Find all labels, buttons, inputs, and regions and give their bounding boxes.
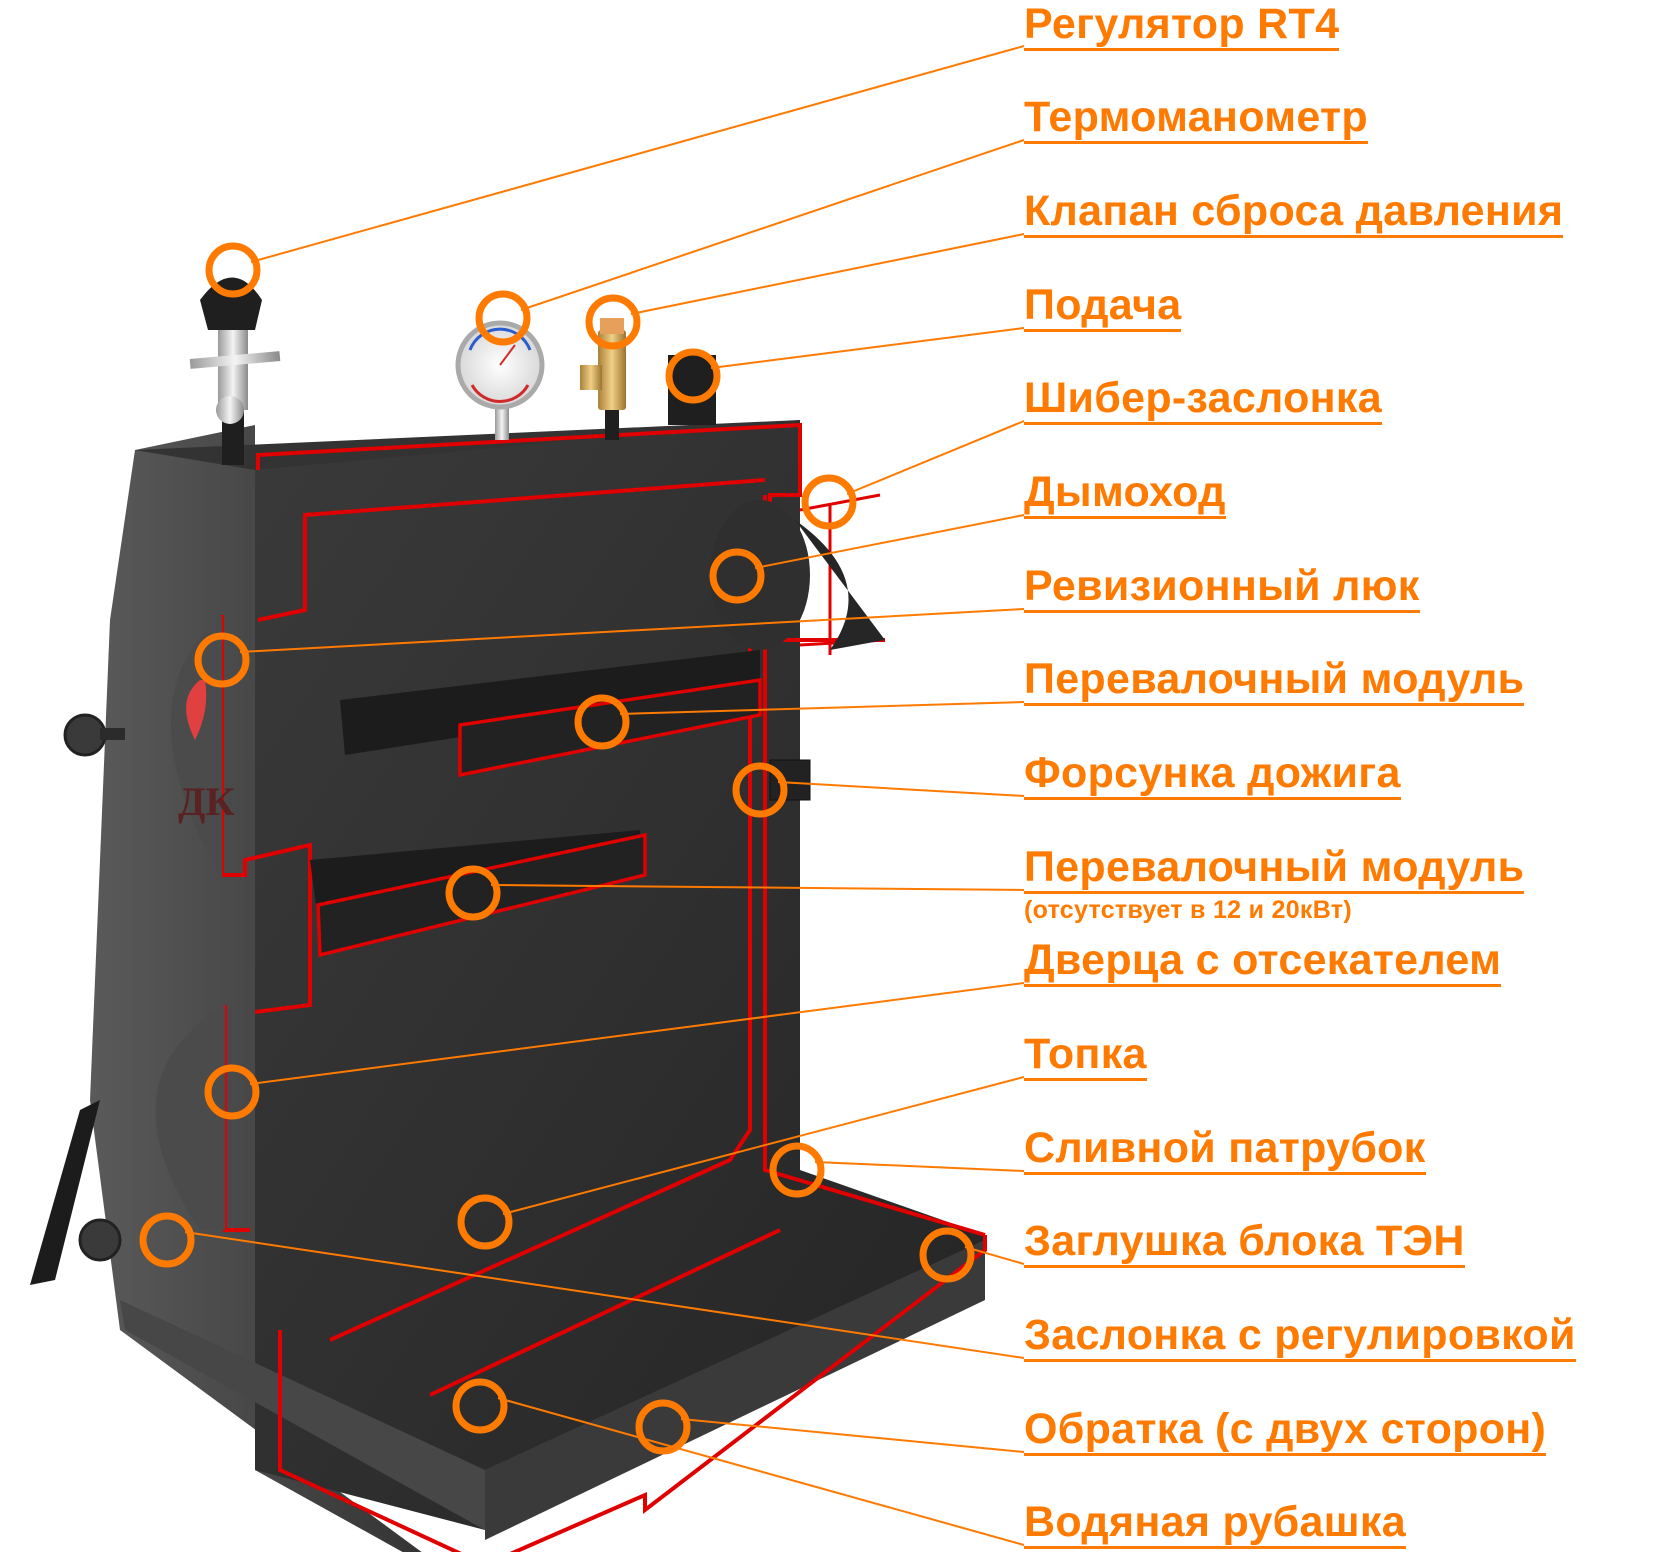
leader-line [250,45,1025,263]
callout-label-transfer-module-2: Перевалочный модуль(отсутствует в 12 и 2… [1024,843,1525,924]
callout-marker-circle [709,548,765,604]
callout-label-rt4-regulator: Регулятор RT4 [1024,0,1340,51]
transfer-module-lower [310,830,647,958]
front-hardware: ДК [30,615,235,1285]
door-latch-lever [30,1100,100,1285]
door-knob-lower [78,1218,122,1262]
leader-line [490,884,1025,891]
callout-marker-circle [194,632,250,688]
door-lower [155,1005,225,1230]
rear-wall [763,495,986,1237]
callout-label-drain-pipe: Сливной патрубок [1024,1124,1426,1175]
callout-marker-circle [445,865,501,921]
callout-marker-circle [204,1064,260,1120]
callout-label-return: Обратка (с двух сторон) [1024,1405,1547,1456]
boiler-body [90,420,985,1552]
leader-line [497,1397,1025,1546]
boiler-base-front [485,1240,985,1540]
callout-marker-circle [801,474,857,530]
callout-marker-circle [635,1399,691,1455]
transfer-module-upper [340,650,762,778]
leader-line [520,139,1025,311]
logo-text: ДК [178,779,235,824]
callout-label-afterburn-nozzle: Форсунка дожига [1024,749,1401,800]
callout-leaders [139,45,1025,1546]
callout-marker-circle [139,1212,195,1268]
leader-line [846,420,1025,495]
callout-marker-circle [919,1227,975,1283]
callout-label-adjustable-flap: Заслонка с регулировкой [1024,1311,1576,1362]
leader-line [710,327,1025,369]
pressure-relief-valve [580,318,626,440]
thermomanometer [455,320,545,440]
leader-line [239,608,1025,653]
callout-marker-circle [769,1142,825,1198]
leader-line [777,781,1025,797]
leader-line [502,1076,1025,1215]
callout-marker-circle [205,242,261,298]
callout-label-inspection-hatch: Ревизионный люк [1024,562,1420,613]
leader-line [630,233,1025,315]
top-fittings [189,277,716,465]
leader-line [184,1231,1025,1359]
leader-line [680,1418,1025,1453]
rear-wall-inner [329,505,752,1342]
callout-label-damper: Шибер-заслонка [1024,374,1382,425]
callout-note-transfer-module-2: (отсутствует в 12 и 20кВт) [1024,896,1352,924]
callout-marker-circle [457,1194,513,1250]
logo-flame-icon [186,680,207,740]
leader-line [754,514,1025,569]
callout-label-firebox: Топка [1024,1030,1147,1081]
boiler-cut-face [255,420,985,1530]
callout-label-door-with-cutter: Дверца с отсекателем [1024,936,1502,987]
leader-line [964,1246,1025,1265]
afterburn-nozzle [769,759,811,801]
callout-label-water-jacket: Водяная рубашка [1024,1498,1406,1549]
callout-label-heater-plug: Заглушка блока ТЭН [1024,1217,1465,1268]
callout-marker-circle [665,348,721,404]
door-knob-upper [63,713,107,757]
water-jacket-inner-top [257,478,766,622]
callout-label-pressure-relief-valve: Клапан сброса давления [1024,187,1564,238]
callout-label-transfer-module-1: Перевалочный модуль [1024,655,1525,706]
callout-marker-circle [585,294,641,350]
callout-label-thermomanometer: Термоманометр [1024,93,1368,144]
callout-marker-circle [452,1378,508,1434]
rt4-regulator [189,277,281,465]
callout-label-chimney: Дымоход [1024,468,1226,519]
callout-label-supply: Подача [1024,281,1182,332]
leader-line [619,701,1025,715]
callout-marker-circle [574,694,630,750]
leader-line [249,982,1025,1085]
callout-marker-circle [732,762,788,818]
callout-marker-circle [475,290,531,346]
base-outline [278,1235,987,1552]
ash-channel [429,1228,781,1397]
leader-line [814,1161,1025,1172]
